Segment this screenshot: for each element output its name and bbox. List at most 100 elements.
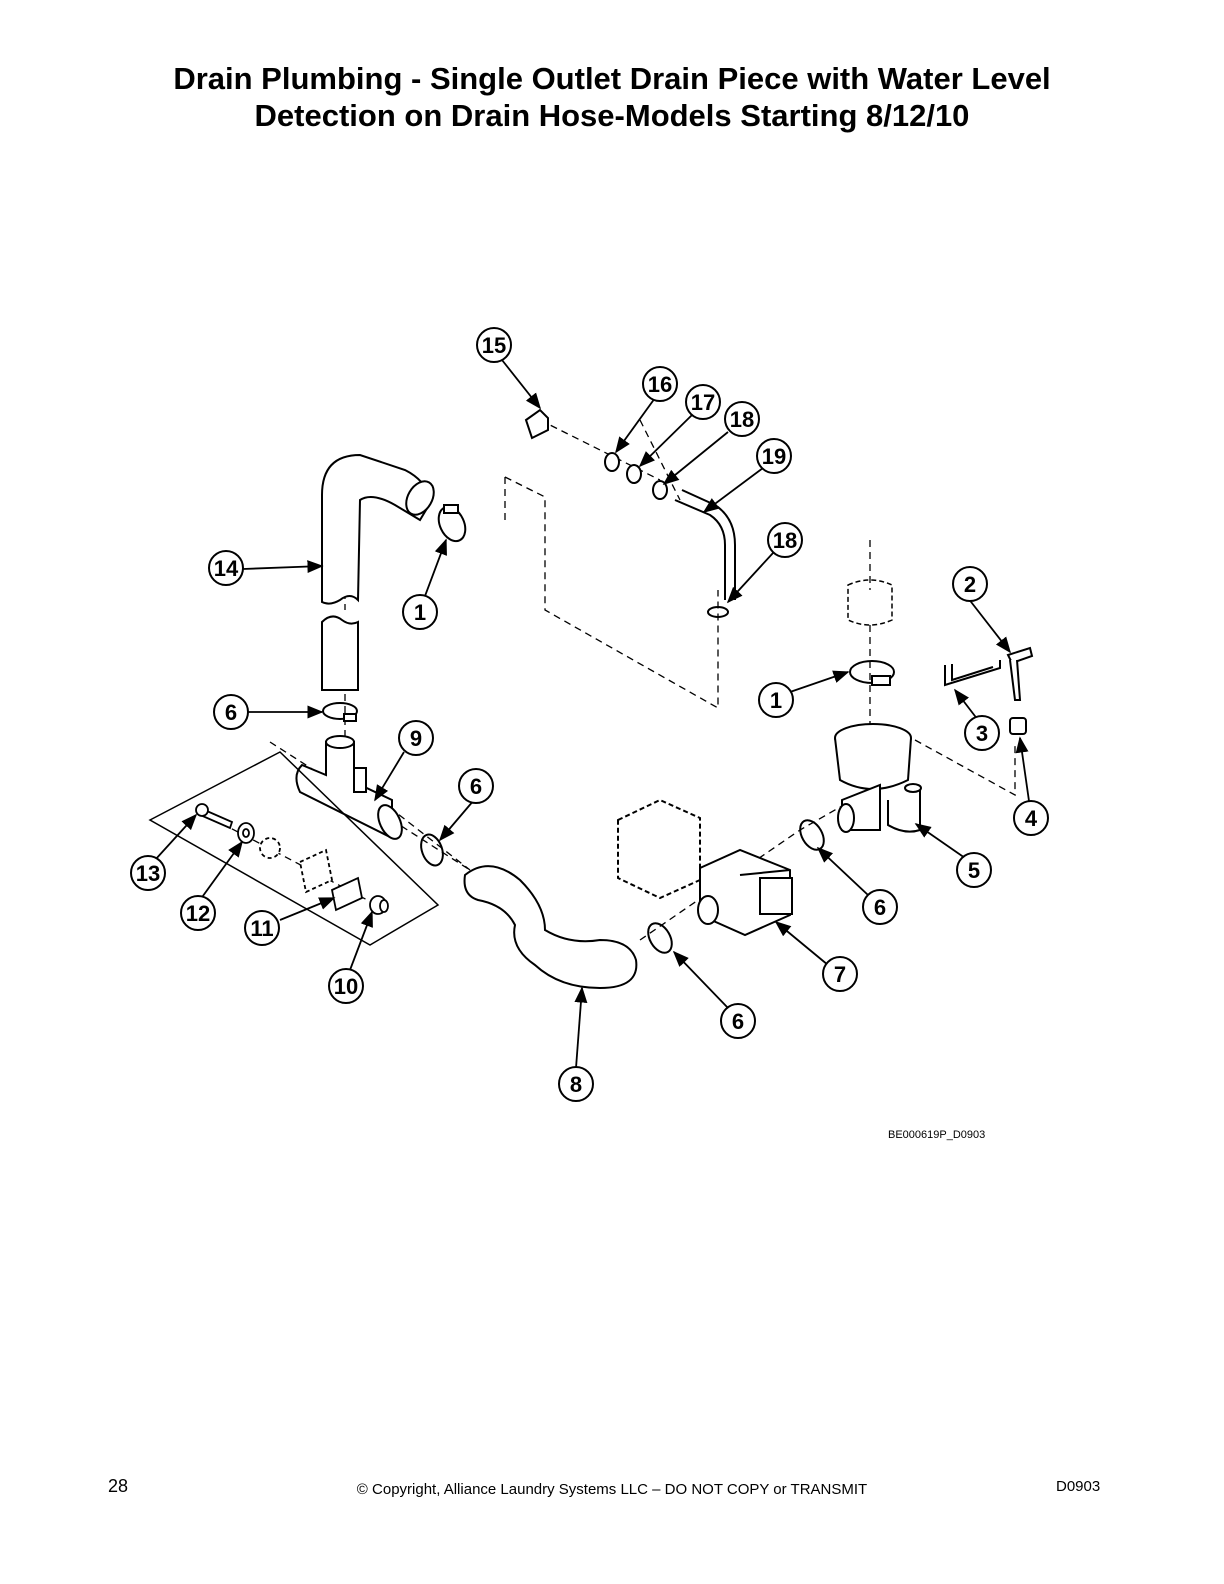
callout-14: 14 xyxy=(208,550,244,586)
part-14-elbow-hose xyxy=(321,453,435,605)
callout-label: 1 xyxy=(414,600,426,625)
part-14-hose-segment xyxy=(321,615,359,691)
callout-16: 16 xyxy=(642,366,678,402)
callout-label: 7 xyxy=(834,962,846,987)
callout-circle xyxy=(756,438,792,474)
callout-7: 7 xyxy=(822,956,858,992)
callout-circle xyxy=(458,768,494,804)
callout-label: 6 xyxy=(874,895,886,920)
callout-label: 12 xyxy=(186,901,210,926)
title-line-1: Drain Plumbing - Single Outlet Drain Pie… xyxy=(173,61,1051,96)
callout-circle xyxy=(862,889,898,925)
callout-circle xyxy=(328,968,364,1004)
callout-label: 5 xyxy=(968,858,980,883)
part-1-clamp-a xyxy=(437,504,467,543)
callout-label: 6 xyxy=(225,700,237,725)
part-11-bracket xyxy=(259,837,364,912)
callout-label: 18 xyxy=(773,528,797,553)
callout-circle xyxy=(180,895,216,931)
callout-label: 15 xyxy=(482,333,506,358)
part-10-nut xyxy=(369,895,389,915)
part-6-clamp-a xyxy=(322,702,358,722)
callout-9: 9 xyxy=(398,720,434,756)
callout-8: 8 xyxy=(558,1066,594,1102)
part-7-drain-pump xyxy=(617,798,793,937)
callout-15: 15 xyxy=(476,327,512,363)
title-line-2: Detection on Drain Hose-Models Starting … xyxy=(254,98,970,133)
part-12-washer xyxy=(237,822,255,844)
callout-label: 13 xyxy=(136,861,160,886)
callout-2: 2 xyxy=(952,566,988,602)
callout-circle xyxy=(758,682,794,718)
callout-12: 12 xyxy=(180,895,216,931)
callout-1: 1 xyxy=(402,594,438,630)
callout-circle xyxy=(822,956,858,992)
callout-circle xyxy=(213,694,249,730)
callout-label: 17 xyxy=(691,390,715,415)
callout-circle xyxy=(402,594,438,630)
callout-18: 18 xyxy=(767,522,803,558)
callout-circle xyxy=(558,1066,594,1102)
callout-17: 17 xyxy=(685,384,721,420)
callout-circle xyxy=(398,720,434,756)
part-8-drain-hose xyxy=(463,865,638,990)
part-18-clamp xyxy=(652,480,668,500)
callout-label: 14 xyxy=(214,556,239,581)
doc-code: D0903 xyxy=(1056,1478,1101,1495)
callout-circle xyxy=(208,550,244,586)
copyright-notice: © Copyright, Alliance Laundry Systems LL… xyxy=(356,1481,868,1498)
callout-18: 18 xyxy=(724,401,760,437)
callout-label: 6 xyxy=(470,774,482,799)
callout-6: 6 xyxy=(458,768,494,804)
callout-label: 9 xyxy=(410,726,422,751)
callout-circle xyxy=(130,855,166,891)
callout-label: 8 xyxy=(570,1072,582,1097)
callout-label: 1 xyxy=(770,688,782,713)
callout-circle xyxy=(685,384,721,420)
callout-6: 6 xyxy=(720,1003,756,1039)
callout-label: 4 xyxy=(1025,806,1038,831)
callout-1: 1 xyxy=(758,682,794,718)
figure-id: BE000619P_D0903 xyxy=(888,1129,986,1141)
part-6-clamp-c xyxy=(647,922,673,954)
bracket-inset-frame xyxy=(148,751,440,946)
callout-5: 5 xyxy=(956,852,992,888)
part-13-bolt xyxy=(195,803,234,830)
callout-circle xyxy=(767,522,803,558)
part-3-tube xyxy=(944,660,1001,687)
part-6-clamp-b xyxy=(420,833,444,867)
callout-19: 19 xyxy=(756,438,792,474)
callout-13: 13 xyxy=(130,855,166,891)
callout-circle xyxy=(952,566,988,602)
callout-label: 10 xyxy=(334,974,358,999)
part-19-hose xyxy=(674,489,736,600)
callout-label: 16 xyxy=(648,372,672,397)
callout-3: 3 xyxy=(964,715,1000,751)
part-2-fitting xyxy=(1006,646,1034,701)
part-9-tee-fitting xyxy=(295,735,403,840)
callout-label: 3 xyxy=(976,721,988,746)
part-15-fitting xyxy=(524,408,549,440)
callout-10: 10 xyxy=(328,968,364,1004)
callout-circle xyxy=(476,327,512,363)
callout-circle xyxy=(964,715,1000,751)
part-16-washer xyxy=(604,452,620,472)
callout-label: 6 xyxy=(732,1009,744,1034)
callout-circle xyxy=(956,852,992,888)
callout-circle xyxy=(642,366,678,402)
part-4-cap xyxy=(1009,717,1027,735)
callout-6: 6 xyxy=(213,694,249,730)
page-number: 28 xyxy=(108,1476,129,1496)
callout-circle xyxy=(724,401,760,437)
callout-label: 11 xyxy=(250,916,273,941)
callout-circle xyxy=(244,910,280,946)
page-title: Drain Plumbing - Single Outlet Drain Pie… xyxy=(0,60,1224,134)
part-5-drain-piece xyxy=(834,723,922,833)
callout-label: 18 xyxy=(730,407,754,432)
callout-4: 4 xyxy=(1013,800,1049,836)
callout-label: 2 xyxy=(964,572,976,597)
part-6-clamp-d xyxy=(799,819,825,851)
tub-outlet-dashed xyxy=(847,579,893,626)
